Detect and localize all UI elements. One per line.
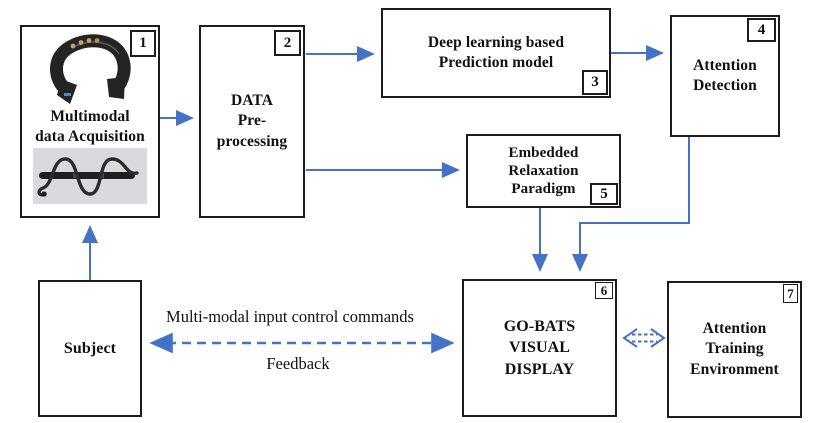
box-subject-label: Subject <box>63 339 117 357</box>
sensor-cable-icon <box>33 148 147 204</box>
box-attention-detection-label: Attention Detection <box>693 56 757 94</box>
box-data-preprocessing-label: DATA Pre- processing <box>216 91 288 150</box>
arrow-detection-to-display <box>572 137 690 272</box>
box-multimodal-acquisition: 1 Multimodal data Acquisition <box>20 25 160 218</box>
control-commands-label: Multi-modal input control commands <box>166 307 414 326</box>
box-prediction-model: 3 Deep learning based Prediction model <box>381 8 611 98</box>
eeg-headset-icon <box>50 34 131 104</box>
step-badge-4: 4 <box>747 18 776 42</box>
arrow-display-training-bidirectional <box>622 328 666 348</box>
step-badge-2: 2 <box>274 30 301 56</box>
step-badge-6: 6 <box>595 282 613 299</box>
box-relaxation-paradigm: 5 Embedded Relaxation Paradigm <box>466 134 621 208</box>
box-training-environment-label: Attention Training Environment <box>690 319 779 378</box>
box-relaxation-paradigm-label: Embedded Relaxation Paradigm <box>508 144 579 198</box>
step-badge-1: 1 <box>130 30 156 57</box>
feedback-label: Feedback <box>266 354 330 373</box>
box-attention-detection: 4 Attention Detection <box>670 15 780 137</box>
box-training-environment: 7 Attention Training Environment <box>667 281 802 418</box>
step-badge-3: 3 <box>582 70 608 95</box>
box-multimodal-acquisition-label: Multimodal data Acquisition <box>35 108 145 146</box>
box-data-preprocessing: 2 DATA Pre- processing <box>199 25 305 218</box>
box-gobats-display-label: GO-BATS VISUAL DISPLAY <box>503 318 576 378</box>
box-prediction-model-label: Deep learning based Prediction model <box>427 33 565 71</box>
step-badge-5: 5 <box>590 183 618 205</box>
box-subject: Subject <box>38 280 142 417</box>
step-badge-7: 7 <box>783 284 798 303</box>
box-gobats-display: 6 GO-BATS VISUAL DISPLAY <box>462 279 617 417</box>
